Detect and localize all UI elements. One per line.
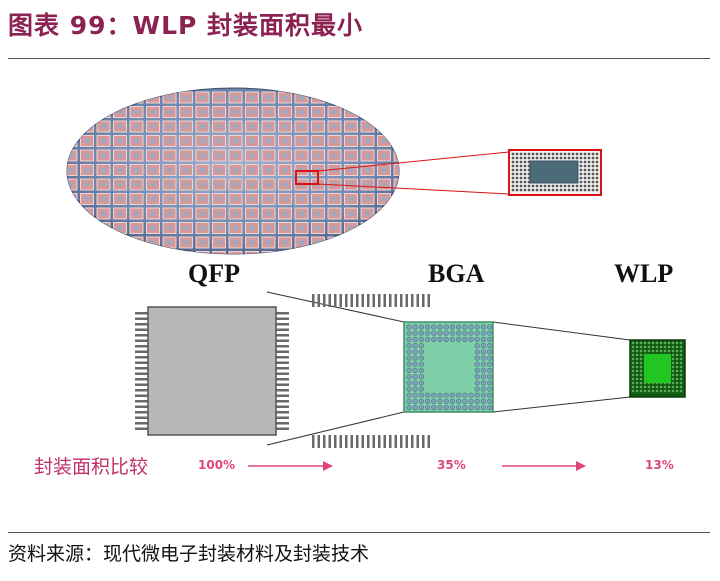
title-divider — [8, 58, 710, 59]
zoom-line-top — [317, 151, 510, 172]
area-comparison-label: 封装面积比较 — [34, 456, 149, 478]
selected-die-highlight — [295, 170, 319, 185]
connector-qfp-bga-bottom — [266, 411, 405, 446]
bga-label: BGA — [428, 259, 485, 288]
wlp-label: WLP — [614, 259, 674, 288]
die-core — [529, 160, 579, 184]
zoomed-die — [508, 149, 602, 196]
qfp-package — [135, 294, 430, 448]
source-note: 资料来源：现代微电子封装材料及封装技术 — [8, 543, 370, 565]
zoom-line-bottom — [317, 183, 510, 195]
bga-package — [403, 321, 494, 413]
footer-divider — [8, 532, 710, 533]
connector-bga-wlp-bottom — [492, 396, 631, 413]
page-title: 图表 99：WLP 封装面积最小 — [8, 11, 364, 40]
wafer — [66, 87, 400, 255]
qfp-label: QFP — [188, 259, 240, 288]
package-figure — [66, 87, 686, 471]
wlp-package — [629, 339, 686, 398]
qfp-percent: 100% — [198, 458, 236, 472]
bga-percent: 35% — [437, 458, 466, 472]
arrow-1 — [248, 461, 333, 471]
arrow-2 — [502, 461, 586, 471]
wlp-core — [644, 354, 671, 383]
connector-bga-wlp-top — [492, 321, 631, 341]
wlp-percent: 13% — [645, 458, 674, 472]
